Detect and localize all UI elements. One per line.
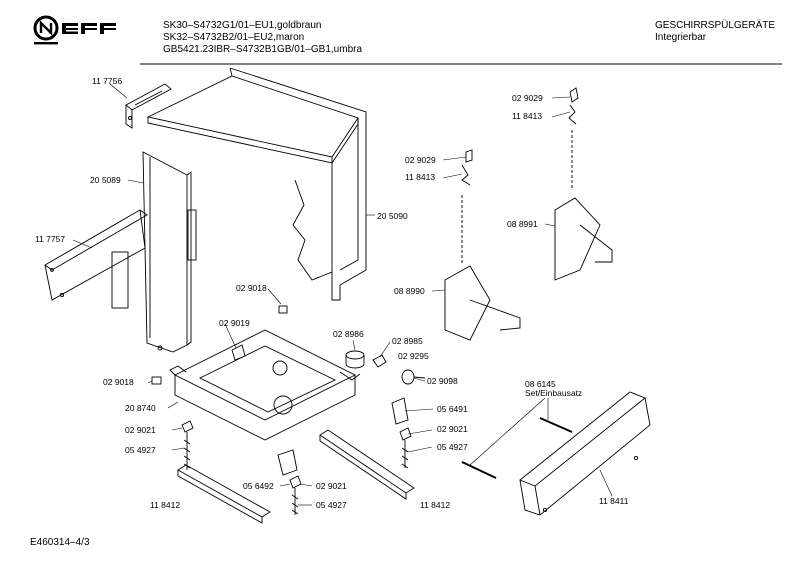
foot-left-shape [181, 420, 194, 470]
model-line-1: SK30–S4732G1/01–EU1,goldbraun [163, 20, 322, 31]
neff-logo [32, 12, 124, 52]
part-label: 02 8985 [392, 336, 423, 346]
part-label: 02 9098 [427, 376, 458, 386]
neff-logo-mark [33, 15, 116, 45]
cover-shape [277, 449, 298, 476]
category-title: GESCHIRRSPÜLGERÄTE [655, 20, 776, 31]
clip-top-shape [278, 305, 288, 314]
clip-left-shape [151, 376, 162, 385]
part-label: 02 8986 [333, 329, 364, 339]
part-label: 11 8413 [405, 172, 436, 182]
part-label: 02 9018 [236, 283, 267, 293]
base-frame-shape [169, 329, 361, 441]
top-plate-shape [146, 75, 359, 164]
side-panel-left-shape [142, 151, 197, 353]
part-label: 05 6491 [437, 404, 468, 414]
hinge-left-shape [444, 149, 521, 341]
part-label: 05 6492 [243, 481, 274, 491]
part-label: 11 7757 [35, 234, 66, 244]
part-label: 02 9021 [316, 481, 347, 491]
part-label: 02 9018 [103, 377, 134, 387]
part-label: 05 4927 [125, 445, 156, 455]
part-label: 05 4927 [437, 442, 468, 452]
top-rail-shape [125, 83, 172, 129]
part-label: 08 8990 [394, 286, 425, 296]
model-line-3: GB5421.23IBR–S4732B1GB/01–GB1,umbra [163, 44, 363, 55]
base-rail-front-left-shape [177, 464, 271, 524]
part-label: 11 7756 [92, 76, 123, 86]
hinge-right-shape [554, 87, 613, 281]
switch-shape [372, 354, 387, 368]
hose-clip-shape [401, 369, 426, 385]
part-label: 11 8412 [150, 500, 181, 510]
part-label: 08 6145 [525, 379, 556, 389]
part-label: 20 5089 [90, 175, 121, 185]
bracket-shape [391, 397, 409, 425]
part-label: 02 9019 [219, 318, 250, 328]
foot-right-shape [399, 427, 412, 469]
part-label: 02 9295 [398, 351, 429, 361]
latch-shape [231, 344, 246, 361]
part-label: 02 9021 [437, 424, 468, 434]
door-panel-shape [519, 391, 651, 516]
part-label: 11 8411 [599, 496, 629, 506]
part-label: 02 9029 [512, 93, 543, 103]
document-id: E460314–4/3 [30, 537, 90, 548]
part-label: 08 8991 [507, 219, 538, 229]
base-rail-left-shape [44, 209, 148, 309]
part-label: 02 9021 [125, 425, 156, 435]
part-label: 20 8740 [125, 403, 156, 413]
category-subtitle: Integrierbar [655, 32, 707, 43]
float-switch-shape [345, 350, 365, 369]
part-label: 20 5090 [377, 211, 408, 221]
part-label: 02 9029 [405, 155, 436, 165]
part-label: 11 8412 [420, 500, 451, 510]
spring-set-shape [461, 417, 573, 479]
model-line-2: SK32–S4732B2/01–EU2,maron [163, 32, 305, 43]
base-rail-front-right-shape [319, 429, 415, 500]
part-label: Set/Einbausatz [525, 388, 583, 398]
foot-center-shape [289, 475, 302, 515]
leader-lines [72, 83, 613, 506]
side-panel-right-shape [229, 67, 367, 301]
part-label: 11 8413 [512, 111, 543, 121]
part-label: 05 4927 [316, 500, 347, 510]
